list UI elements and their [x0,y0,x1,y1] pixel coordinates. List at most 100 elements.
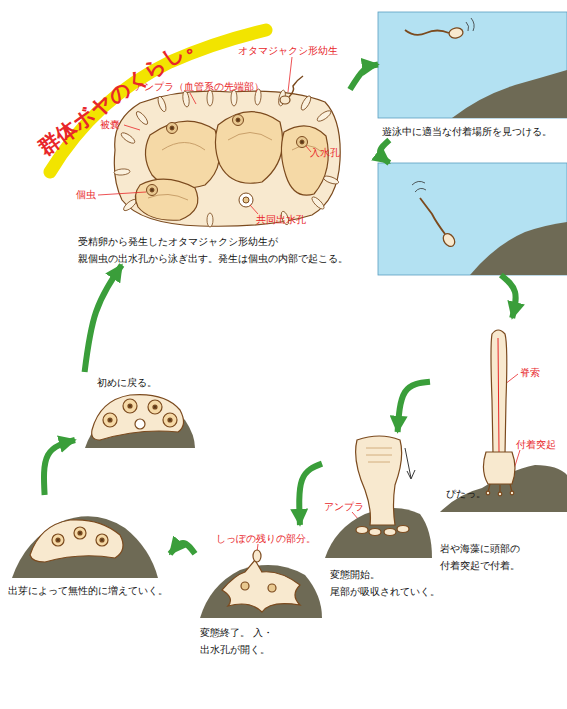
grown-colony [92,395,184,440]
part-label: アンプラ（血管系の先端部） [134,80,264,93]
stage-caption: 受精卵から発生したオタマジャクシ形幼生が 親個虫の出水孔から泳ぎ出す。発生は個虫… [78,233,363,267]
zooid-shading [148,133,322,201]
zooid-body [135,112,328,221]
leader-line [124,125,140,130]
attached-larva [483,330,515,496]
budding-colony [74,527,86,539]
tadpole-larva [280,96,290,104]
stage-caption: 初めに戻る。 [97,374,177,391]
metamorphosing-larva [356,436,415,536]
leader-line [98,192,146,195]
stage-panel: 出芽によって無性的に増えていく。 [5,495,170,600]
part-label: ぴたっ。 [446,487,486,500]
stage-panel: 初めに戻る。 [75,372,195,452]
siphon-symbol [147,115,308,196]
metamorphosing-larva [397,526,409,533]
grown-colony [123,399,137,413]
attached-larva [486,491,490,495]
grown-colony [153,405,157,409]
metamorphosing-larva [405,448,415,479]
sea-water [378,163,567,275]
zooid-body [145,121,219,188]
siphon-symbol [150,188,154,192]
part-label: 個虫 [76,188,96,201]
juvenile-zooid [253,550,261,562]
tadpole-larva [466,18,474,31]
cycle-arrow [170,543,195,554]
attached-larva [510,491,514,495]
part-label: 付着突起 [516,438,556,451]
ampulla-symbol [310,195,326,211]
tadpole-larva [441,231,457,248]
budding-colony [30,520,123,562]
rock [12,70,567,618]
attached-larva [498,338,499,452]
grown-colony [108,418,112,422]
grown-colony [135,419,145,429]
zooid-body [281,126,328,195]
siphon-symbol [170,126,174,130]
budding-colony [56,538,60,542]
cycle-arrow [299,464,322,525]
ampulla-symbol [316,109,333,123]
ampulla-symbol [135,110,150,126]
rock [12,516,158,578]
leader-line [190,93,196,104]
juvenile-zooid [222,550,300,612]
tadpole-larva [420,198,445,234]
ampulla-symbol [207,90,213,106]
common-outlet [239,193,253,207]
budding-colony [100,538,104,542]
tadpole-larva [448,27,464,39]
zooid-body [135,179,197,220]
juvenile-zooid [222,560,300,612]
colony-tunic [114,91,340,226]
metamorphosing-larva [366,448,392,462]
zooid-body [215,112,282,184]
stage-caption: 出芽によって無性的に増えていく。 [8,582,176,599]
siphon-symbol [300,140,304,144]
leader-line [288,57,292,92]
zooid-shading [228,133,272,141]
juvenile-zooid [241,582,249,590]
juvenile-zooid [268,584,276,592]
ampulla-symbol [156,95,167,112]
ampulla-symbol [114,89,340,227]
siphon-symbol [147,185,158,196]
attached-larva [498,492,502,496]
budding-colony [96,534,108,546]
grown-colony [103,413,117,427]
tadpole-larva [405,30,449,35]
stage-panel: 遊泳中に適当な付着場所を見つける。 [378,12,567,140]
cycle-arrow [380,140,389,163]
part-label: 入水孔 [310,146,340,159]
metamorphosing-larva [356,527,368,534]
rock [470,222,567,275]
stage-caption: 変態終了。 入・出水孔が開く。 [200,624,300,658]
tadpole-larva [412,181,426,192]
part-label: アンプラ [324,500,364,513]
stage-caption: 遊泳中に適当な付着場所を見つける。 [382,123,567,140]
stage-caption: 変態開始。 尾部が吸収されていく。 [330,566,448,600]
sea-water [378,12,567,275]
budding-colony [78,531,82,535]
metamorphosing-larva [384,529,396,536]
stage-panel [378,163,567,275]
grown-colony [163,413,177,427]
part-label: 脊索 [520,366,540,379]
cycle-arrow [501,275,516,318]
ampulla-symbol [120,131,137,145]
cycle-arrow [85,265,122,372]
part-label: オタマジャクシ形幼生 [238,44,338,57]
siphon-symbol [233,115,244,126]
stage-caption: 岩や海藻に頭部の 付着突起で付着。 [440,540,535,574]
part-label: 共同出水孔 [256,213,306,226]
part-label: しっぽの残りの部分。 [216,532,316,545]
stage-panel: 受精卵から発生したオタマジャクシ形幼生が 親個虫の出水孔から泳ぎ出す。発生は個虫… [75,40,350,265]
grown-colony [148,400,162,414]
siphon-symbol [297,137,308,148]
cycle-arrow [398,382,430,432]
colony-tunic [114,91,340,226]
part-label: 被嚢 [100,118,120,131]
